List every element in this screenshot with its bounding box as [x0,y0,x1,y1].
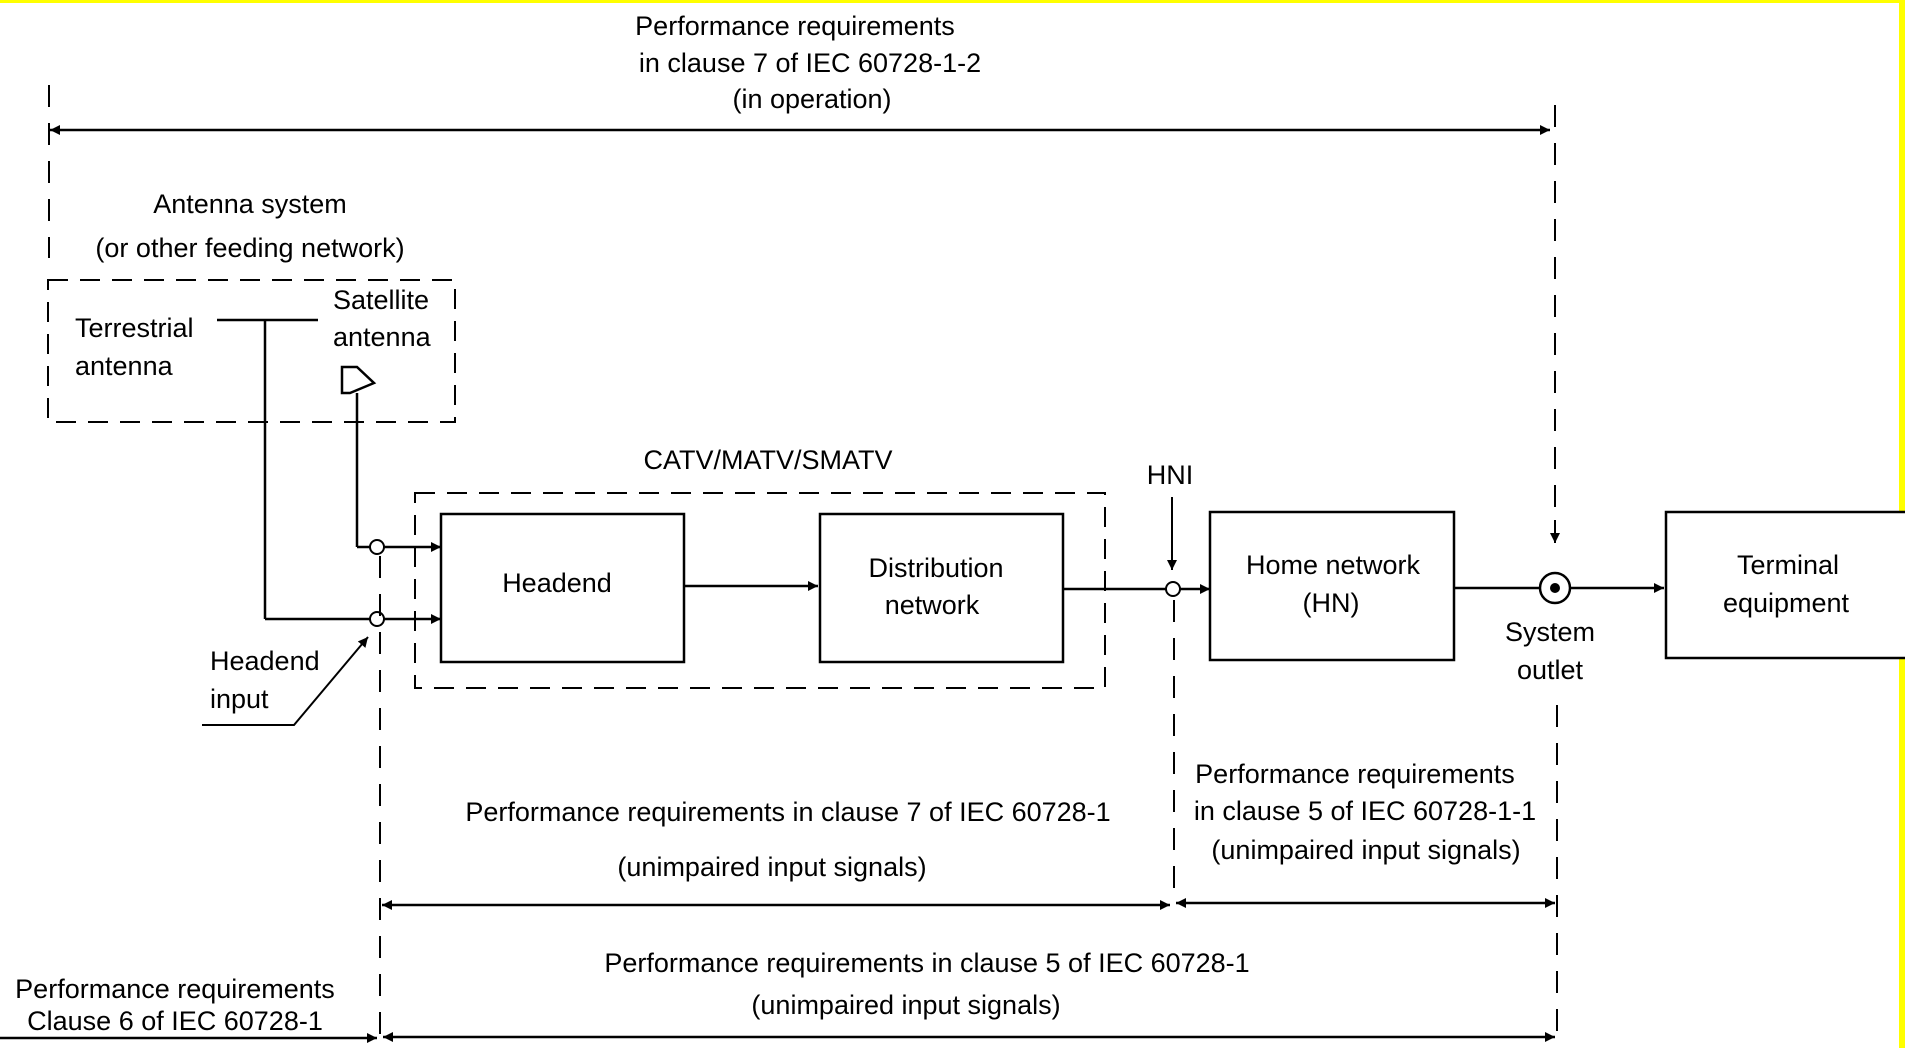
terrestrial-label-2: antenna [75,351,174,381]
req-clause6-line1: Performance requirements [15,974,335,1004]
antenna-system-line2: (or other feeding network) [95,233,404,263]
headend-input-label-2: input [210,684,269,714]
req-clause5-111-line3: (unimpaired input signals) [1211,835,1520,865]
home-network-label-1: Home network [1246,550,1421,580]
terminal-block [1664,510,1905,660]
hni-label: HNI [1147,460,1194,490]
req-clause5-line2: (unimpaired input signals) [751,990,1060,1020]
home-network-label-2: (HN) [1303,588,1360,618]
system-outlet-label-1: System [1505,617,1595,647]
req-clause7-line1: Performance requirements in clause 7 of … [465,797,1110,827]
distribution-block [818,512,1065,664]
system-outlet-label-2: outlet [1517,655,1584,685]
top-req-line2: in clause 7 of IEC 60728-1-2 [639,48,981,78]
antenna-system-line1: Antenna system [153,189,347,219]
headend-label: Headend [502,568,612,598]
terminal-label-2: equipment [1723,588,1850,618]
headend-block [439,512,686,664]
top-req-line3: (in operation) [732,84,891,114]
terminal-label-1: Terminal [1737,550,1839,580]
system-outlet-icon-dot [1550,583,1560,593]
headend-input-port-2 [369,611,385,627]
top-border [0,0,1905,3]
catv-box [414,492,1106,689]
top-req-line1: Performance requirements [635,11,955,41]
antenna-system-box [47,279,456,423]
headend-input-label-1: Headend [210,646,320,676]
req-clause5-111-line1: Performance requirements [1195,759,1515,789]
satellite-dish-icon [340,365,377,395]
catv-label: CATV/MATV/SMATV [643,445,892,475]
headend-input-port-1 [369,539,385,555]
satellite-label-2: antenna [333,322,432,352]
req-clause5-111-line2: in clause 5 of IEC 60728-1-1 [1194,796,1536,826]
req-clause5-line1: Performance requirements in clause 5 of … [604,948,1249,978]
terrestrial-label-1: Terrestrial [75,313,194,343]
home-network-block [1208,510,1456,662]
distribution-label-1: Distribution [868,553,1003,583]
headend-input-pointer [202,636,369,726]
distribution-label-2: network [885,590,980,620]
req-clause6-line2: Clause 6 of IEC 60728-1 [27,1006,323,1036]
req-clause7-line2: (unimpaired input signals) [617,852,926,882]
satellite-label-1: Satellite [333,285,429,315]
hni-port [1165,581,1181,597]
